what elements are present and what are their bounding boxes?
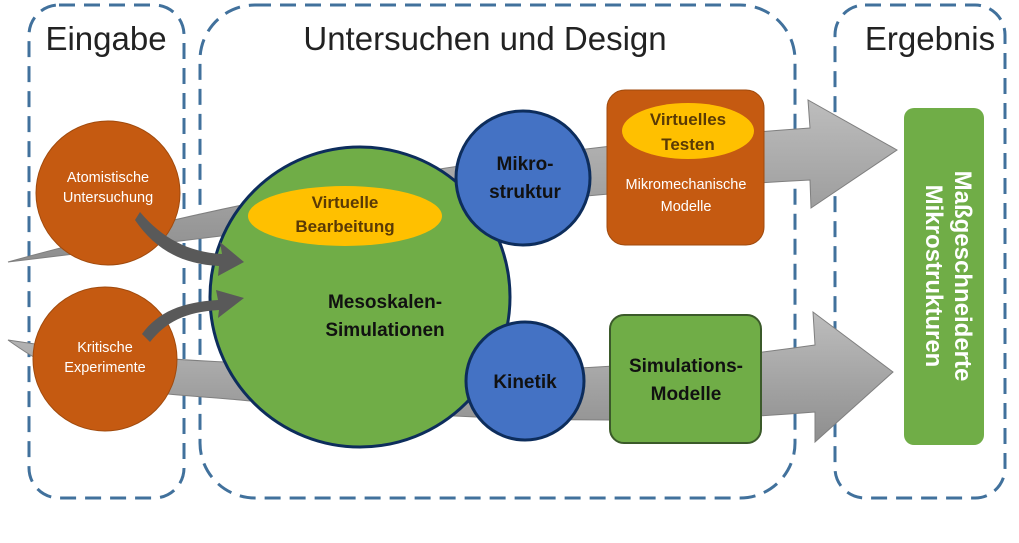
microstructure-line2: struktur	[489, 182, 561, 203]
atomistic-label-line1: Atomistische	[67, 170, 149, 186]
tailored-line1: Maßgeschneiderte	[949, 171, 976, 382]
micromechanical-line2: Modelle	[661, 199, 712, 215]
critical-label-line1: Kritische	[77, 340, 133, 356]
atomistic-to-mesoscale-arrow	[135, 212, 244, 276]
tailored-line2: Mikrostrukturen	[920, 185, 947, 368]
micromechanical-line1: Mikromechanische	[626, 177, 747, 193]
input-panel-title: Eingabe	[45, 20, 166, 57]
atomistic-label-line2: Untersuchung	[63, 190, 153, 206]
result-panel-title: Ergebnis	[865, 20, 995, 57]
design-panel-title: Untersuchen und Design	[303, 20, 666, 57]
kinetics-node	[464, 320, 586, 442]
critical-to-mesoscale-arrow	[142, 290, 244, 342]
kinetics-label: Kinetik	[493, 372, 557, 393]
microstructure-node	[454, 109, 592, 247]
mesoscale-line1: Mesoskalen-	[328, 292, 442, 313]
mesoscale-line2: Simulationen	[325, 320, 444, 341]
virtual-testing-oval	[622, 103, 754, 159]
critical-experiments-node	[32, 286, 178, 432]
simulation-models-box	[609, 314, 762, 444]
virtual-testing-line2: Testen	[661, 135, 715, 154]
virtual-processing-line1: Virtuelle	[312, 193, 379, 212]
tailored-microstructures-box	[904, 108, 984, 445]
microstructure-line1: Mikro-	[497, 154, 554, 175]
virtual-processing-line2: Bearbeitung	[295, 217, 394, 236]
simulation-models-line1: Simulations-	[629, 356, 743, 377]
critical-label-line2: Experimente	[64, 360, 145, 376]
simulation-models-line2: Modelle	[651, 384, 722, 405]
virtual-processing-oval	[248, 186, 442, 246]
result-panel	[833, 3, 1007, 500]
virtual-testing-line1: Virtuelles	[650, 110, 726, 129]
